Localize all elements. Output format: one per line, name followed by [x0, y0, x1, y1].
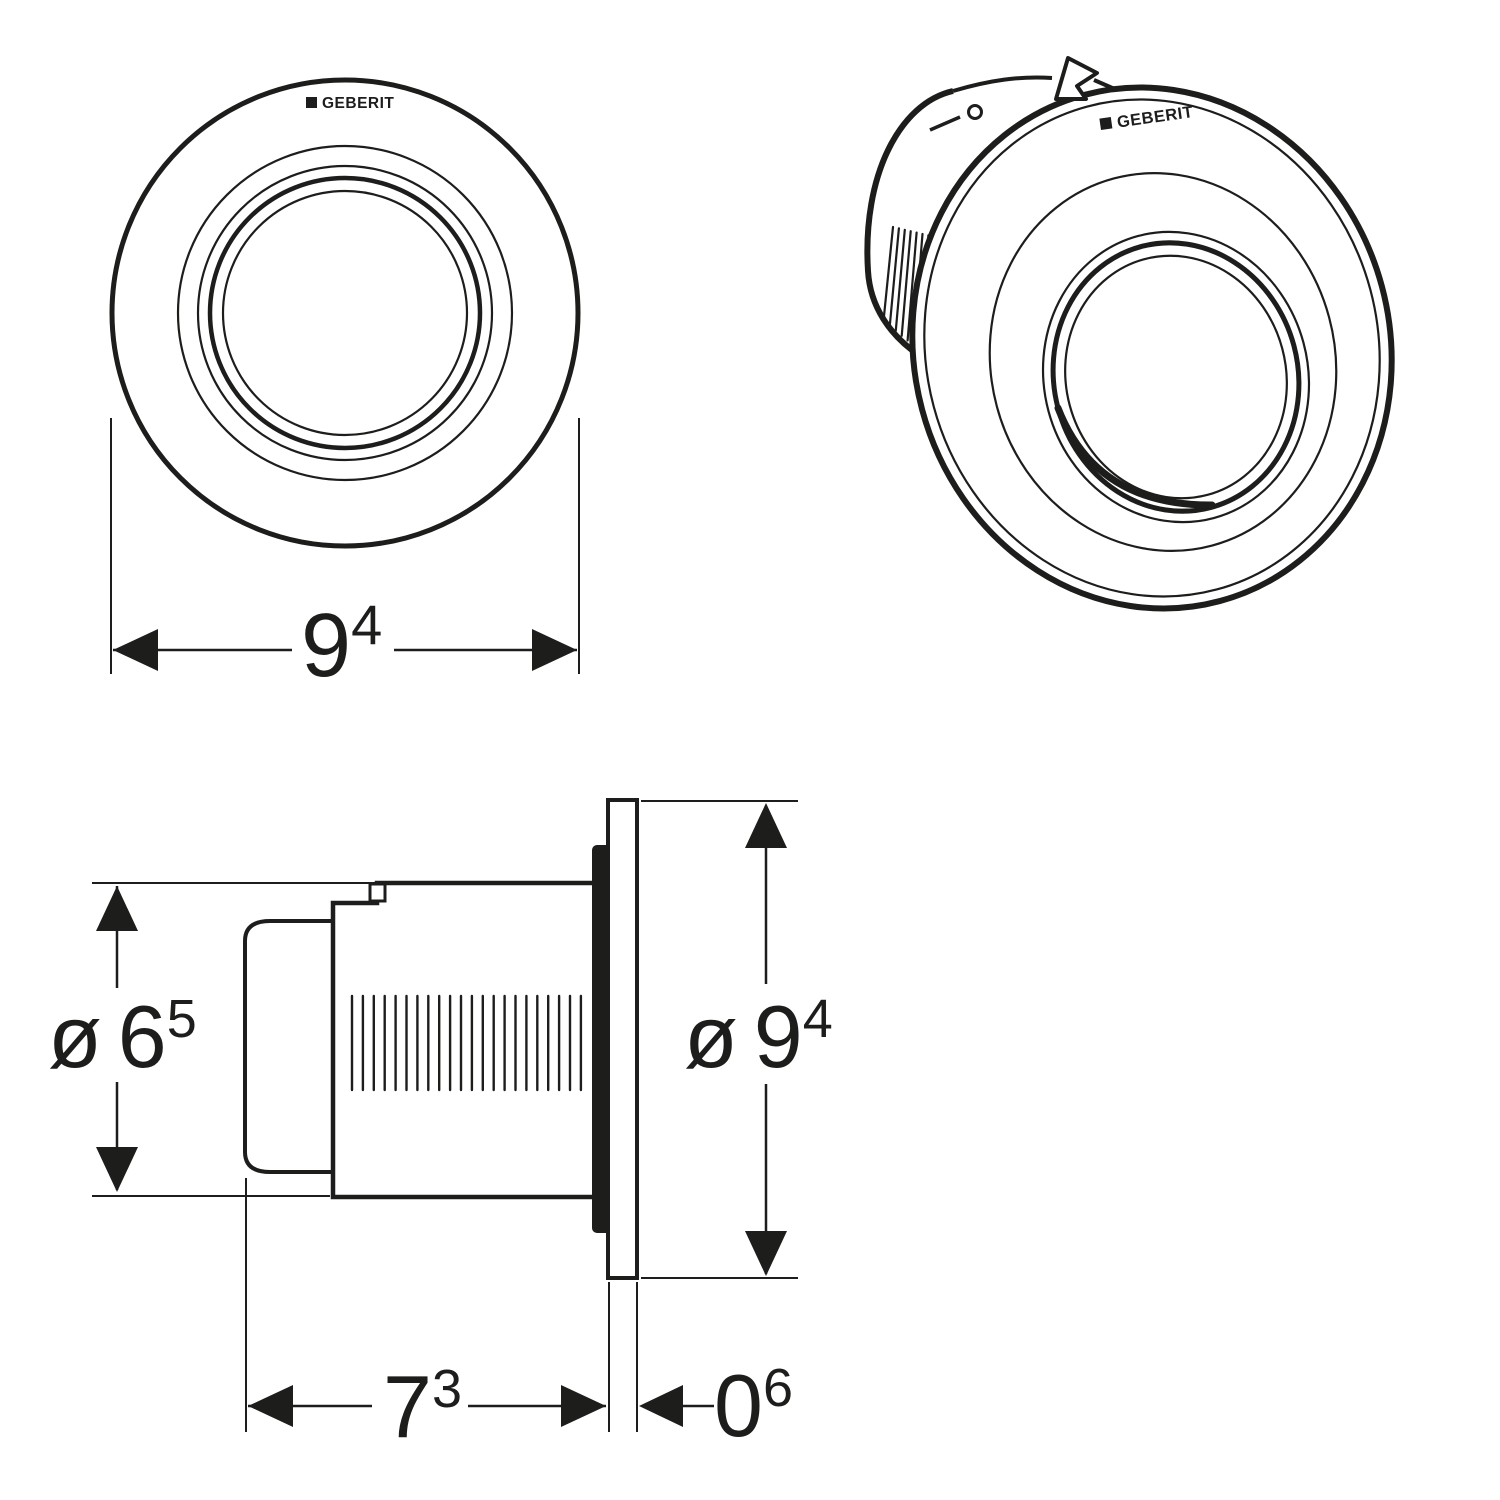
dim-superscript: 4: [351, 593, 382, 656]
thread-line: [900, 230, 912, 337]
dim-main: 6: [118, 987, 167, 1086]
dim-arrow-down: [745, 1231, 787, 1276]
plate-trim-ring: [988, 172, 1338, 552]
body-step-line: [929, 115, 961, 132]
thread-lines: [350, 994, 583, 1092]
dim-arrow-left: [248, 1385, 293, 1427]
front-width-dimension: 94: [110, 418, 580, 696]
perspective-view: GEBERIT: [864, 56, 1395, 612]
dim-main: 9: [754, 987, 803, 1086]
geberit-logo-square: [1099, 117, 1113, 130]
geberit-logo-text: GEBERIT: [322, 95, 394, 112]
button-cap: [243, 919, 335, 1174]
geberit-logo-square: [306, 97, 317, 108]
button-inner-ring: [221, 189, 469, 437]
dim-arrow-left: [639, 1385, 683, 1427]
geberit-logo-front: GEBERIT: [306, 95, 394, 112]
plate-thickness-dimension: 06: [636, 1282, 793, 1455]
dim-main: 7: [383, 1357, 432, 1456]
button-inner-ring: [1064, 254, 1288, 500]
dim-arrow-up: [96, 886, 138, 931]
side-view: [243, 798, 639, 1280]
mounting-clip: [1054, 56, 1099, 101]
screw-detail-icon: [967, 104, 983, 120]
body-depth-label: 73: [383, 1357, 462, 1456]
body-top-silhouette: [952, 75, 1053, 93]
dim-arrow-down: [96, 1147, 138, 1192]
plate-trim-ring: [176, 144, 514, 482]
thread-line: [888, 227, 901, 326]
diameter-symbol: ø: [48, 987, 102, 1086]
thread-line: [906, 231, 918, 342]
plate-outer-ring: [109, 77, 581, 549]
thread-line: [894, 228, 906, 332]
button-bevel-ring: [196, 164, 494, 462]
front-width-label: 94: [301, 593, 382, 696]
dim-arrow-up: [745, 803, 787, 848]
cover-plate: [606, 798, 639, 1280]
thread-line: [882, 225, 895, 318]
button-shadow-arc: [1054, 404, 1216, 509]
plate-thickness-label: 06: [714, 1356, 793, 1455]
dim-arrow-left: [113, 629, 158, 671]
button-bevel-ring: [1041, 230, 1311, 524]
dim-main: 9: [301, 596, 351, 696]
body-notch-detail: [368, 882, 387, 903]
diameter-symbol: ø: [684, 987, 738, 1086]
button-edge-ring: [207, 175, 483, 451]
dim-superscript: 4: [803, 989, 833, 1049]
dim-arrow-right: [561, 1385, 606, 1427]
body-depth-dimension: 73: [245, 1178, 610, 1456]
dim-superscript: 3: [432, 1359, 462, 1419]
dim-arrow-right: [532, 629, 577, 671]
front-view: GEBERIT 94: [109, 77, 581, 696]
dim-superscript: 6: [763, 1358, 793, 1418]
dim-main: 0: [714, 1356, 763, 1455]
dim-superscript: 5: [167, 989, 197, 1049]
cover-plate-edge: [923, 98, 1381, 598]
